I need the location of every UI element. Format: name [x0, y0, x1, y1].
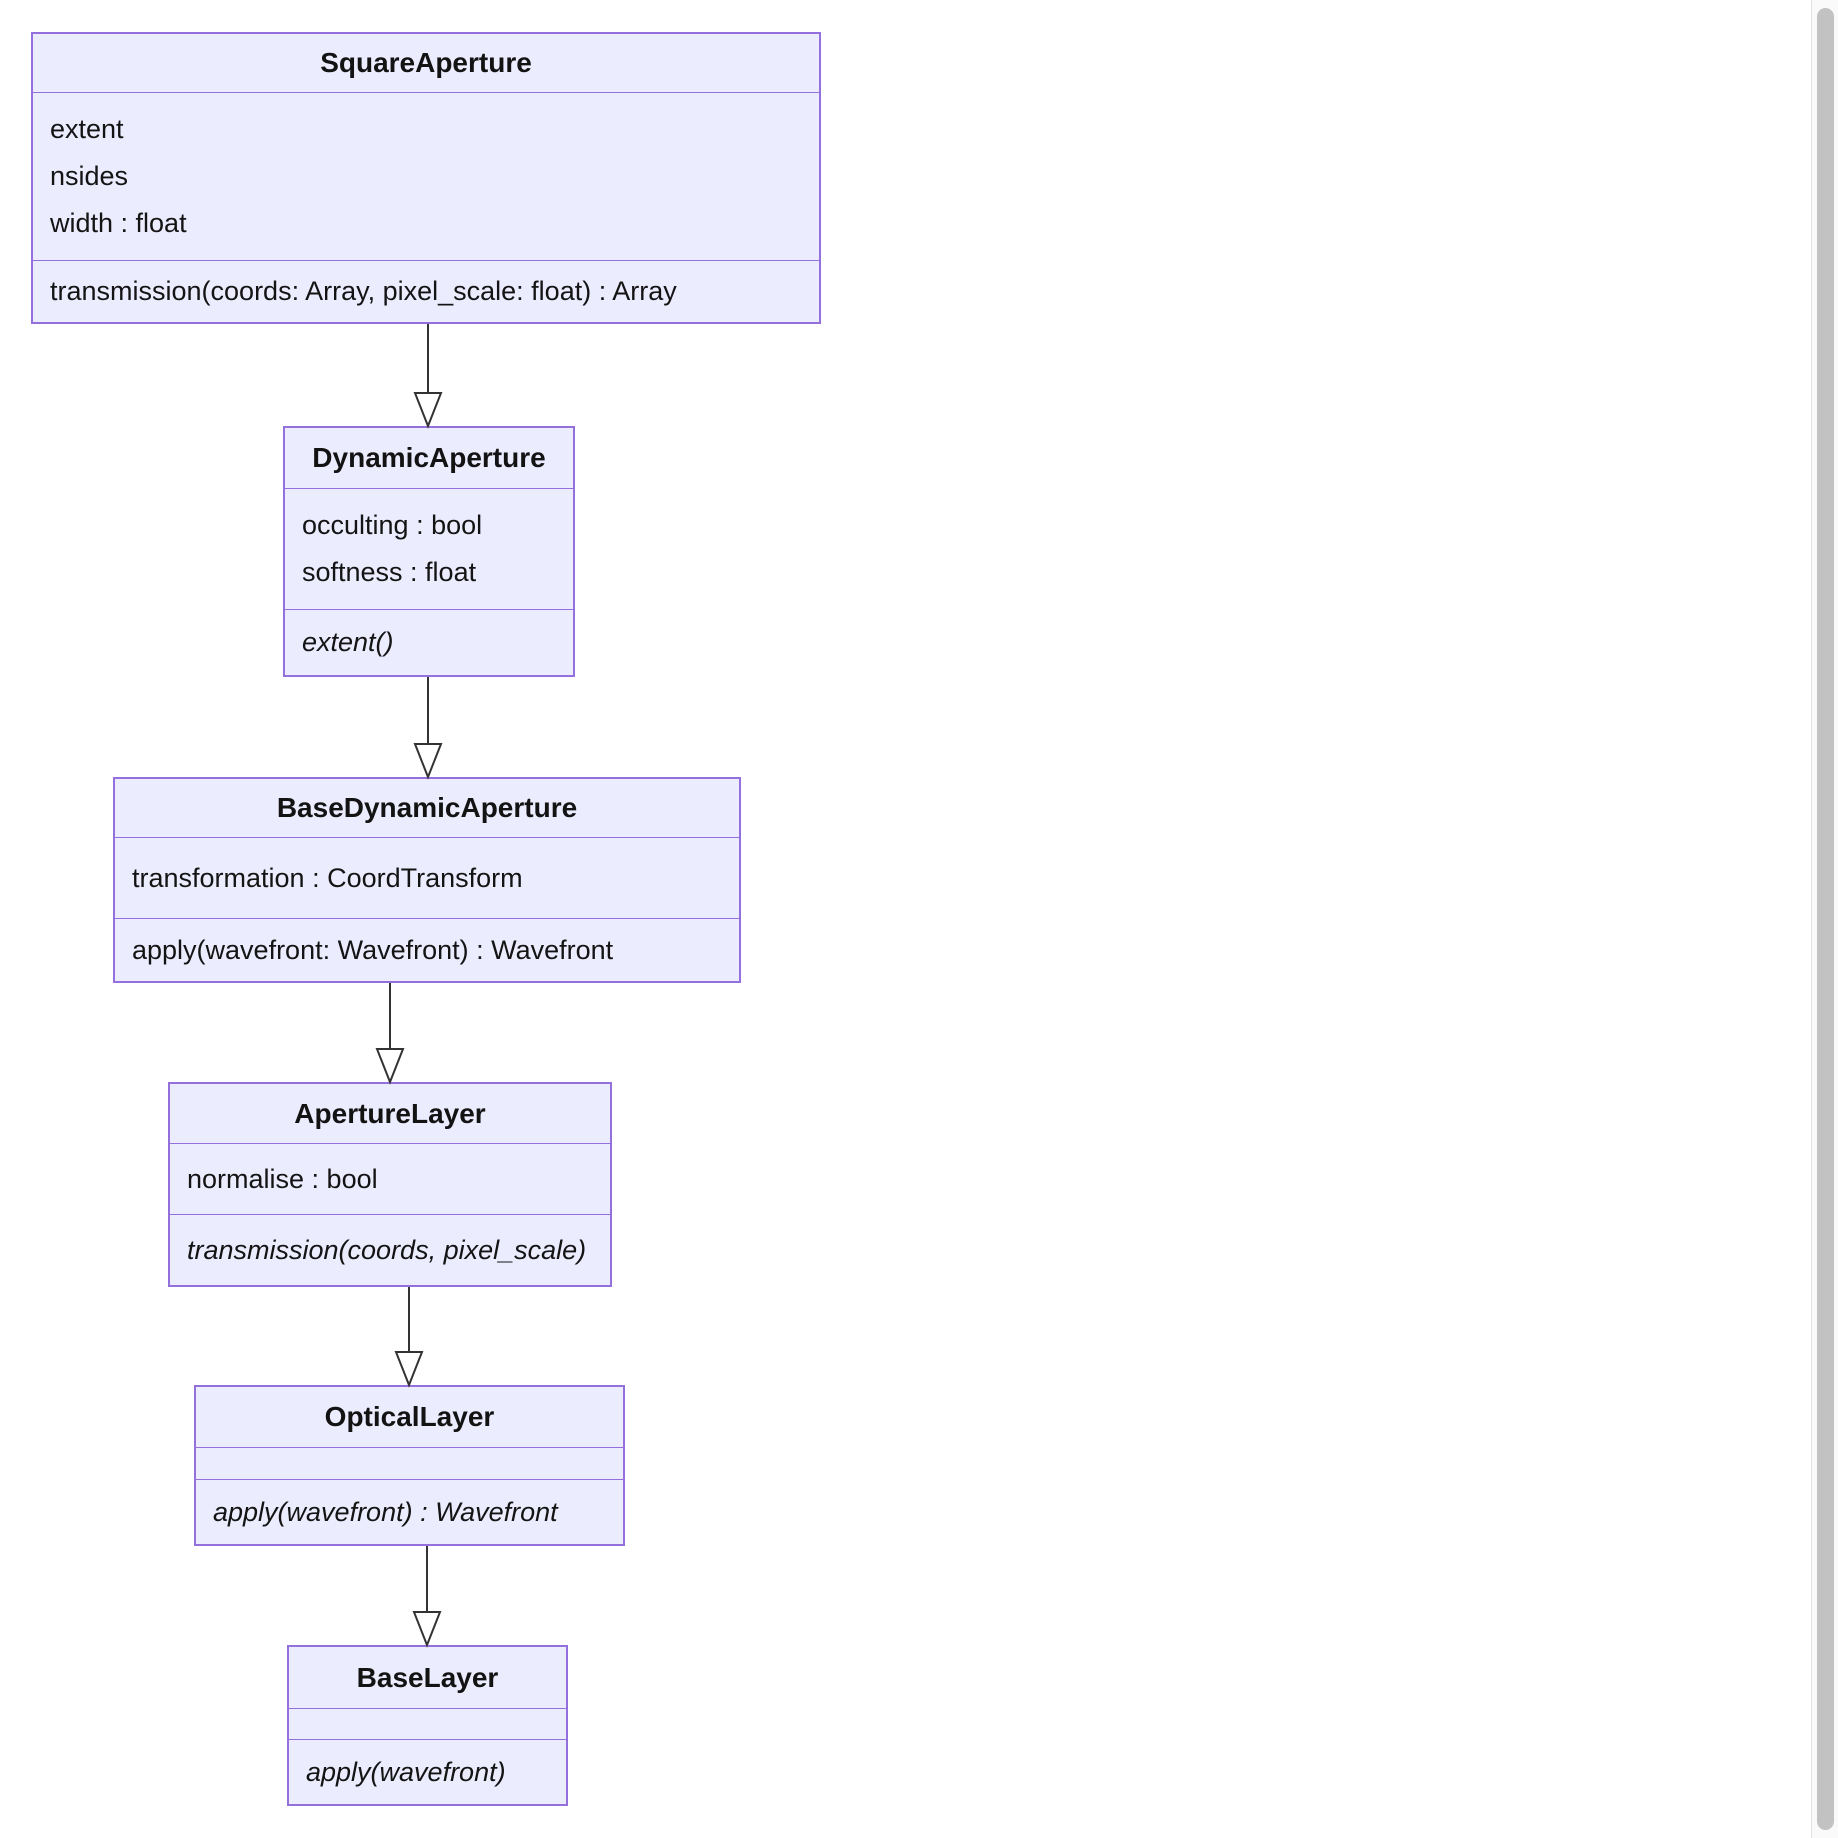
attribute: softness : float — [302, 557, 477, 587]
class-title: OpticalLayer — [196, 1387, 623, 1448]
method: extent() — [302, 627, 394, 657]
class-attributes — [289, 1709, 566, 1740]
class-methods: transmission(coords, pixel_scale) — [170, 1215, 610, 1285]
class-title: ApertureLayer — [170, 1084, 610, 1144]
method: transmission(coords: Array, pixel_scale:… — [50, 276, 677, 306]
class-attributes: extent nsides width : float — [33, 93, 819, 261]
class-title: DynamicAperture — [285, 428, 573, 489]
class-attributes: occulting : bool softness : float — [285, 489, 573, 610]
method: apply(wavefront) : Wavefront — [213, 1496, 558, 1527]
inheritance-arrow-basedynamicaperture-aperturelayer — [375, 983, 405, 1085]
method: apply(wavefront: Wavefront) : Wavefront — [132, 934, 614, 965]
scrollbar-thumb[interactable] — [1817, 8, 1834, 1830]
class-attributes — [196, 1448, 623, 1480]
class-methods: apply(wavefront) : Wavefront — [196, 1480, 623, 1544]
method: apply(wavefront) — [306, 1756, 506, 1787]
class-box-opticallayer: OpticalLayer apply(wavefront) : Wavefron… — [194, 1385, 625, 1546]
class-box-aperturelayer: ApertureLayer normalise : bool transmiss… — [168, 1082, 612, 1287]
attribute: occulting : bool — [302, 510, 483, 540]
class-title: BaseLayer — [289, 1647, 566, 1709]
method: transmission(coords, pixel_scale) — [187, 1234, 587, 1265]
inheritance-arrow-dynamicaperture-basedynamicaperture — [413, 677, 443, 780]
inheritance-arrow-aperturelayer-opticallayer — [394, 1287, 424, 1388]
attribute: normalise : bool — [187, 1163, 378, 1194]
inheritance-arrow-squareaperture-dynamicaperture — [413, 324, 443, 429]
attribute: nsides — [50, 161, 129, 191]
class-box-basedynamicaperture: BaseDynamicAperture transformation : Coo… — [113, 777, 741, 983]
class-attributes: normalise : bool — [170, 1144, 610, 1215]
class-title: SquareAperture — [33, 34, 819, 93]
class-methods: apply(wavefront: Wavefront) : Wavefront — [115, 919, 739, 981]
class-box-squareaperture: SquareAperture extent nsides width : flo… — [31, 32, 821, 324]
class-methods: transmission(coords: Array, pixel_scale:… — [33, 261, 819, 322]
inheritance-arrow-opticallayer-baselayer — [412, 1546, 442, 1648]
attribute: extent — [50, 114, 124, 144]
class-attributes: transformation : CoordTransform — [115, 838, 739, 919]
class-title: BaseDynamicAperture — [115, 779, 739, 838]
vertical-scrollbar[interactable] — [1811, 0, 1838, 1838]
attribute: transformation : CoordTransform — [132, 862, 523, 893]
class-methods: extent() — [285, 610, 573, 675]
class-box-baselayer: BaseLayer apply(wavefront) — [287, 1645, 568, 1806]
class-box-dynamicaperture: DynamicAperture occulting : bool softnes… — [283, 426, 575, 677]
class-methods: apply(wavefront) — [289, 1740, 566, 1804]
attribute: width : float — [50, 208, 187, 238]
